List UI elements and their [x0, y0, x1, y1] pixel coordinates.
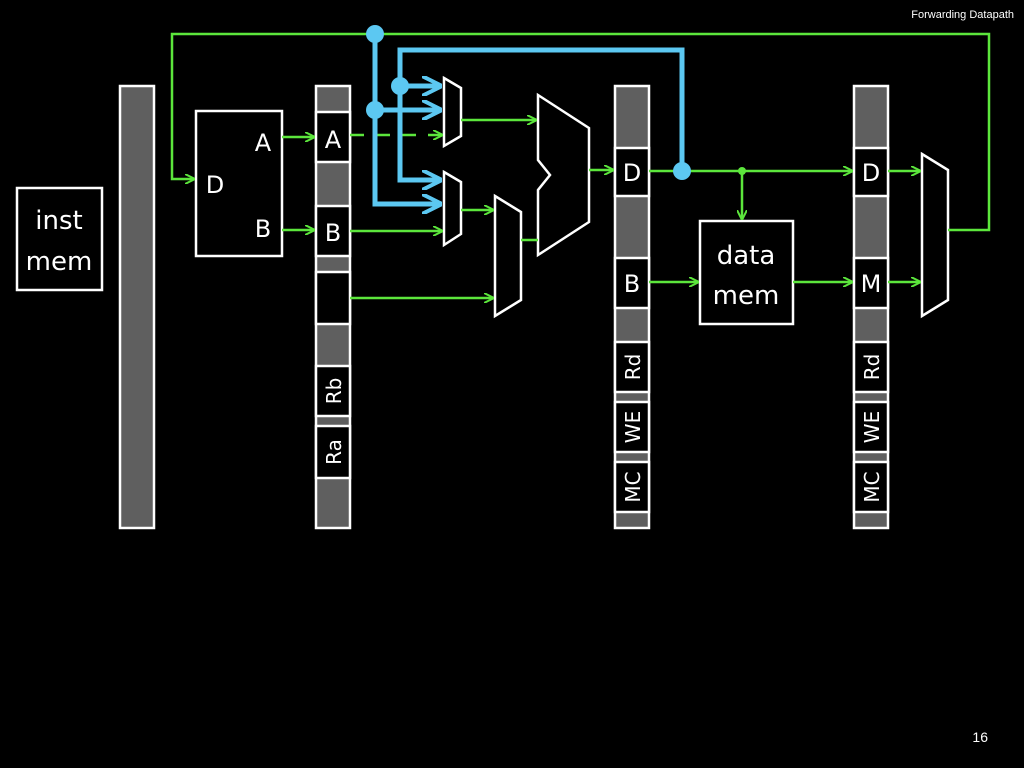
alu-b-mux	[493, 193, 523, 319]
inst-mem-block	[15, 186, 104, 292]
slide-title: Forwarding Datapath	[911, 9, 1014, 21]
page-number: 16	[972, 729, 988, 745]
mem-wb-slot-d	[852, 146, 890, 198]
id-ex-slot-a	[314, 110, 352, 164]
forward-mem-source-junction	[673, 162, 691, 180]
mem-wb-slot-rd	[852, 340, 890, 394]
ex-mem-label-we: WE	[621, 411, 645, 443]
register-file-block	[194, 109, 284, 258]
id-ex-label-rb: Rb	[322, 378, 346, 405]
forward-wb-junction	[366, 101, 384, 119]
forward-wb-junction-top	[366, 25, 384, 43]
mem-wb-slot-mc	[852, 460, 890, 514]
id-ex-label-a: A	[325, 126, 342, 154]
mem-wb-label-mc: MC	[860, 471, 884, 502]
id-ex-slot-empty	[314, 270, 352, 326]
forward-mux-a	[442, 75, 463, 149]
ex-mem-slot-mc	[613, 460, 651, 514]
forward-mem-wire	[397, 47, 685, 180]
data-mem-addr-junction	[738, 167, 746, 175]
mem-wb-label-d: D	[862, 159, 880, 187]
regfile-port-b: B	[255, 215, 271, 243]
mem-wb-label-rd: Rd	[860, 354, 884, 381]
regfile-port-d: D	[206, 171, 224, 199]
inst-mem-label-line2: mem	[26, 247, 93, 277]
forward-mem-junction	[391, 77, 409, 95]
ex-mem-label-b: B	[624, 270, 640, 298]
id-ex-label-ra: Ra	[322, 439, 346, 465]
data-mem-block	[698, 219, 795, 326]
ex-mem-label-rd: Rd	[621, 354, 645, 381]
data-mem-label-line2: mem	[713, 281, 780, 311]
ex-mem-label-d: D	[623, 159, 641, 187]
ex-mem-slot-rd	[613, 340, 651, 394]
writeback-mux	[920, 151, 950, 319]
id-ex-slot-ra	[314, 424, 352, 480]
id-ex-label-b: B	[325, 219, 341, 247]
mem-wb-label-m: M	[861, 270, 882, 298]
forward-mux-b	[442, 169, 463, 248]
data-mem-label-line1: data	[717, 241, 776, 271]
ex-mem-label-mc: MC	[621, 471, 645, 502]
id-ex-slot-rb	[314, 364, 352, 418]
inst-mem-label-line1: inst	[35, 206, 82, 236]
regfile-port-a: A	[255, 129, 272, 157]
alu	[536, 92, 591, 258]
ex-mem-slot-b	[613, 256, 651, 310]
writeback-wire	[170, 32, 991, 232]
ex-mem-slot-we	[613, 400, 651, 454]
forward-wb-wire	[372, 34, 440, 204]
mem-wb-label-we: WE	[860, 411, 884, 443]
mem-wb-slot-we	[852, 400, 890, 454]
if-id-latch	[118, 84, 156, 530]
